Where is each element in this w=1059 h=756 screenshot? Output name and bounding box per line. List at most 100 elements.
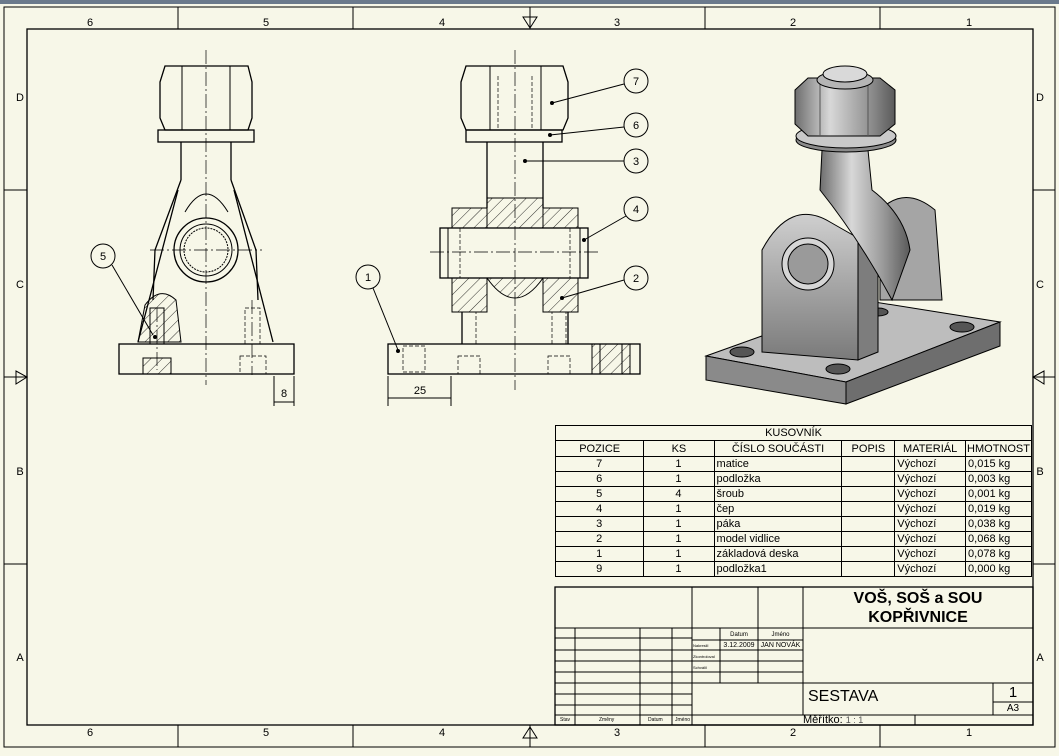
title-block-frame: [554, 586, 1034, 726]
bom-cell: [841, 501, 896, 517]
date-header: Datum: [730, 632, 748, 638]
bom-cell: 1: [643, 546, 715, 562]
drawing-date: 3.12.2009: [723, 642, 755, 649]
bom-cell: Výchozí: [894, 501, 967, 517]
bom-cell: [841, 486, 896, 502]
zone-col-label: 5: [263, 17, 269, 29]
bom-cell: [841, 531, 896, 547]
balloon-label: 5: [100, 251, 106, 263]
bom-cell: Výchozí: [894, 456, 967, 472]
zone-ticks: [4, 7, 1055, 747]
scale-field: Měřítko: 1 : 1: [803, 714, 863, 726]
balloon-label: 3: [633, 156, 639, 168]
bom-cell: 0,015 kg: [965, 456, 1032, 472]
zone-col-label: 6: [87, 727, 93, 739]
bom-cell: 6: [554, 471, 645, 487]
bom-cell: 4: [554, 501, 645, 517]
zone-row-label: A: [1036, 652, 1044, 664]
bom-cell: šroub: [713, 486, 843, 502]
zone-col-label: 2: [790, 727, 796, 739]
balloon-label: 2: [633, 273, 639, 285]
rev-name-label: Jméno: [675, 717, 691, 723]
balloon-label: 7: [633, 76, 639, 88]
bom-cell: [841, 471, 896, 487]
scale-label: Měřítko:: [803, 714, 843, 726]
bom-cell: základová deska: [713, 546, 843, 562]
bom-cell: Výchozí: [894, 471, 967, 487]
bom-header-quantity: KS: [643, 440, 715, 457]
bom-header-description: POPIS: [841, 440, 896, 457]
approved-label: Schválil: [693, 665, 707, 670]
bom-cell: čep: [713, 501, 843, 517]
front-view: 25 1 2 3 4 6 7: [355, 50, 649, 406]
balloon-4: 4: [582, 196, 649, 242]
bom-cell: 2: [554, 531, 645, 547]
checked-label: Zkontroloval: [693, 654, 715, 659]
bom-cell: 0,000 kg: [965, 561, 1032, 577]
bom-header-mass: HMOTNOST: [965, 440, 1032, 457]
balloon-label: 6: [633, 120, 639, 132]
bom-cell: páka: [713, 516, 843, 532]
balloon-label: 4: [633, 204, 639, 216]
bom-cell: model vidlice: [713, 531, 843, 547]
bom-cell: 0,001 kg: [965, 486, 1032, 502]
bom-cell: 1: [643, 471, 715, 487]
designer-label: Nakreslil: [693, 643, 709, 648]
zone-col-label: 6: [87, 17, 93, 29]
bom-cell: Výchozí: [894, 561, 967, 577]
bom-cell: 1: [643, 531, 715, 547]
bom-cell: Výchozí: [894, 531, 967, 547]
bom-cell: 1: [554, 546, 645, 562]
bom-cell: 0,038 kg: [965, 516, 1032, 532]
zone-row-label: C: [16, 279, 24, 291]
bom-cell: 0,068 kg: [965, 531, 1032, 547]
bom-cell: podložka: [713, 471, 843, 487]
bom-cell: 0,019 kg: [965, 501, 1032, 517]
organization-line-2: KOPŘIVNICE: [868, 609, 968, 626]
drawing-name: SESTAVA: [808, 688, 879, 705]
bom-header-position: POZICE: [554, 440, 645, 457]
bom-cell: [841, 516, 896, 532]
bom-table: KUSOVNÍK POZICE KS ČÍSLO SOUČÁSTI POPIS …: [554, 425, 1032, 577]
drawing-author: JAN NOVÁK: [760, 642, 801, 649]
window-edge: [0, 0, 1059, 4]
bom-cell: [841, 561, 896, 577]
zone-col-label: 4: [439, 17, 445, 29]
balloon-1: 1: [355, 264, 400, 353]
balloon-label: 1: [365, 272, 371, 284]
bom-cell: 0,078 kg: [965, 546, 1032, 562]
bom-cell: 9: [554, 561, 645, 577]
scale-value: 1 : 1: [845, 715, 864, 725]
zone-col-label: 1: [966, 17, 972, 29]
bom-cell: [841, 546, 896, 562]
name-header: Jméno: [771, 632, 790, 638]
balloon-5: [90, 243, 116, 269]
rev-date-label: Datum: [648, 717, 663, 723]
zone-col-label: 5: [263, 727, 269, 739]
revision-labels: Stav Změny Datum Jméno: [555, 716, 692, 725]
bom-cell: Výchozí: [894, 546, 967, 562]
zone-col-label: 1: [966, 727, 972, 739]
balloon-6: 6: [548, 112, 649, 138]
bom-header-material: MATERIÁL: [894, 440, 967, 457]
balloon-7: 7: [550, 68, 649, 105]
zone-row-label: B: [16, 466, 23, 478]
bom-cell: 4: [643, 486, 715, 502]
bom-cell: 1: [643, 501, 715, 517]
zone-row-label: D: [16, 92, 24, 104]
zone-row-label: D: [1036, 92, 1044, 104]
zone-row-label: B: [1036, 466, 1043, 478]
zone-row-label: A: [16, 652, 24, 664]
zone-row-label: C: [1036, 279, 1044, 291]
sheet-number: 1: [1008, 684, 1018, 701]
sheet-format: A3: [1006, 703, 1020, 714]
bom-cell: 1: [643, 516, 715, 532]
centering-marks: [4, 7, 1055, 747]
bom-cell: 7: [554, 456, 645, 472]
